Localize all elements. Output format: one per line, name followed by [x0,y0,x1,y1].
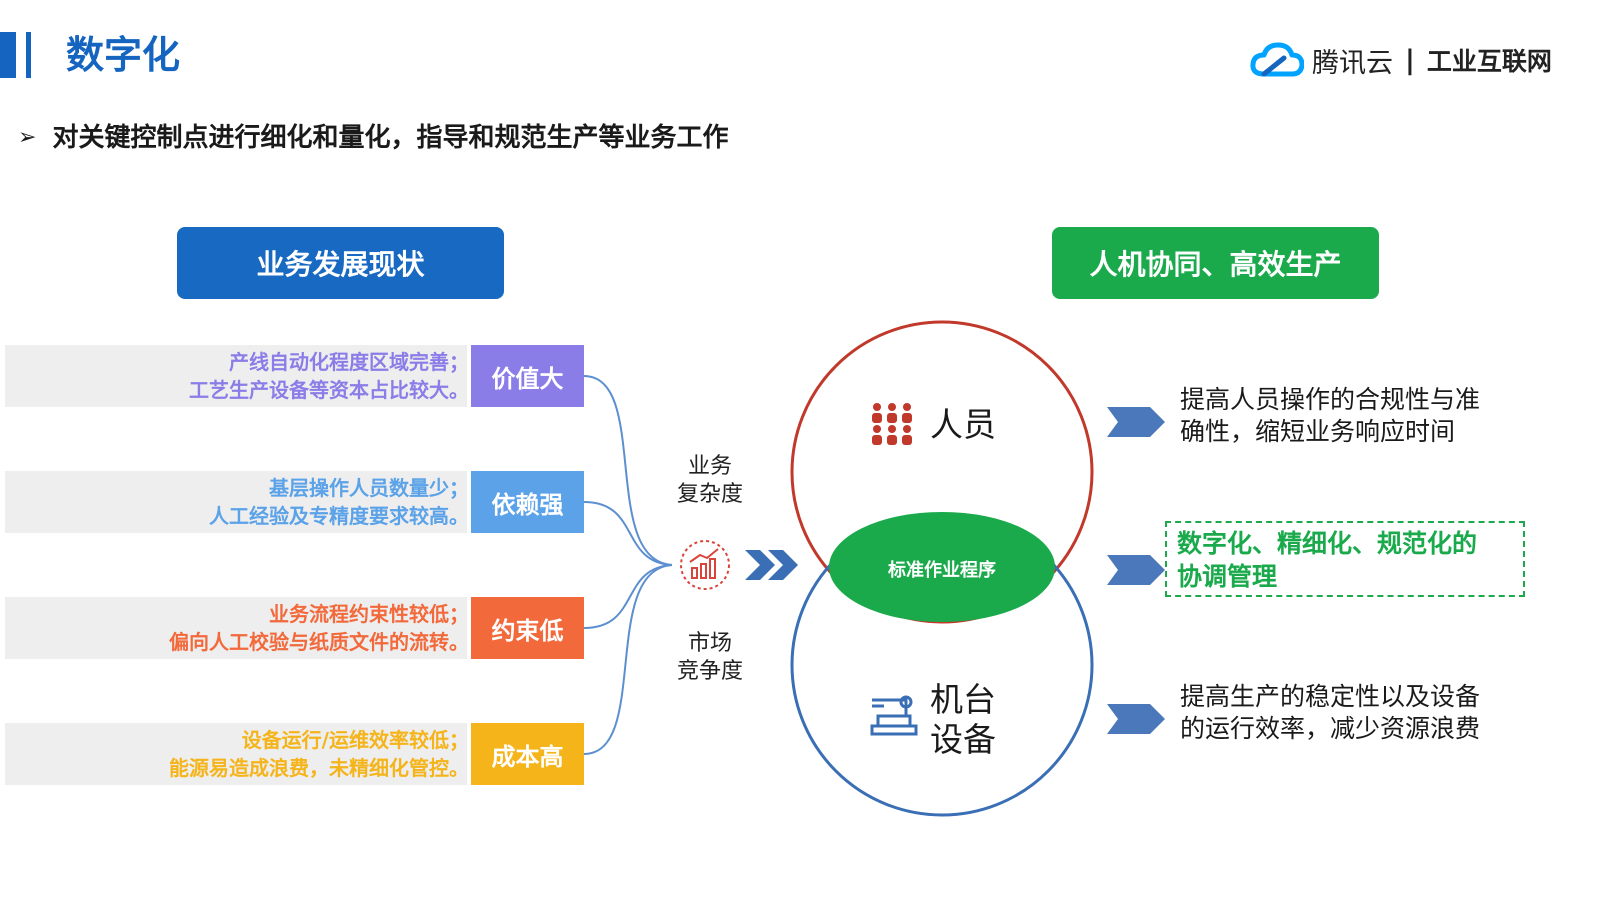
result-arrow-icon [1107,555,1165,585]
subtitle-text: 对关键控制点进行细化和量化，指导和规范生产等业务工作 [52,123,729,153]
brand-separator: | [1405,44,1415,76]
page-title: 数字化 [66,33,181,77]
competition-label: 市场 竞争度 [665,630,755,686]
row-background [5,345,467,407]
robot-arm-icon [870,695,918,736]
left-section-header: 业务发展现状 [177,227,504,299]
title-accent-bar-thin [26,32,31,78]
complexity-label-line1: 业务 [687,454,732,479]
competition-label-line2: 竞争度 [676,659,743,684]
row-background [5,597,467,659]
row-line2: 工艺生产设备等资本占比较大。 [189,378,469,402]
tag-value: 价值大 [471,345,584,407]
competition-label-line1: 市场 [687,631,732,656]
result-people: 提高人员操作的合规性与准 确性，缩短业务响应时间 [1180,384,1480,448]
row-description: 设备运行/运维效率较低； 能源易造成浪费，未精细化管控。 [9,726,469,782]
row-line1: 产线自动化程度区域完善； [229,350,469,374]
cloud-icon [1250,42,1304,77]
row-line2: 能源易造成浪费，未精细化管控。 [169,756,469,780]
subtitle: ➢ 对关键控制点进行细化和量化，指导和规范生产等业务工作 [18,118,728,158]
result-line1: 数字化、精细化、规范化的 [1177,529,1478,558]
row-line2: 偏向人工校验与纸质文件的流转。 [169,630,469,654]
row-line2: 人工经验及专精度要求较高。 [209,504,469,528]
row-description: 产线自动化程度区域完善； 工艺生产设备等资本占比较大。 [9,348,469,404]
trend-chart-icon [680,540,730,590]
row-background [5,471,467,533]
result-line2: 确性，缩短业务响应时间 [1180,417,1456,446]
brand-subtitle: 工业互联网 [1426,47,1552,76]
double-chevron-icon [745,550,798,580]
connector-line [583,501,673,566]
tag-constraint: 约束低 [471,597,584,659]
tag-dependency: 依赖强 [471,471,584,533]
machine-label-line2: 设备 [930,720,996,759]
row-line1: 设备运行/运维效率较低； [241,728,469,752]
complexity-label: 业务 复杂度 [665,453,755,509]
row-description: 基层操作人员数量少； 人工经验及专精度要求较高。 [9,474,469,530]
row-line1: 业务流程约束性较低； [269,602,469,626]
brand-name: 腾讯云 [1312,47,1393,79]
result-sop: 数字化、精细化、规范化的 协调管理 [1165,521,1525,597]
people-label: 人员 [930,405,996,444]
connector-line [583,564,673,755]
connector-line [583,564,673,629]
row-line1: 基层操作人员数量少； [269,476,469,500]
machine-label: 机台 设备 [930,680,996,760]
result-line2: 的运行效率，减少资源浪费 [1180,714,1481,743]
machine-label-line1: 机台 [930,680,996,719]
people-icon [872,403,912,445]
row-background [5,723,467,785]
venn-ellipse-sop [829,512,1055,622]
connector-line [583,375,673,566]
result-arrow-icon [1107,704,1165,734]
tag-cost: 成本高 [471,723,584,785]
brand-logo: 腾讯云 | 工业互联网 [1250,38,1552,82]
right-section-header: 人机协同、高效生产 [1052,227,1379,299]
bullet-arrow-icon: ➢ [18,125,37,150]
title-accent-bar [0,32,16,78]
result-line1: 提高人员操作的合规性与准 [1180,385,1481,414]
result-line2: 协调管理 [1177,562,1278,591]
result-line1: 提高生产的稳定性以及设备 [1180,682,1481,711]
sop-label: 标准作业程序 [888,560,996,581]
result-arrow-icon [1107,407,1165,437]
complexity-label-line2: 复杂度 [676,482,743,507]
result-machine: 提高生产的稳定性以及设备 的运行效率，减少资源浪费 [1180,681,1480,745]
row-description: 业务流程约束性较低； 偏向人工校验与纸质文件的流转。 [9,600,469,656]
